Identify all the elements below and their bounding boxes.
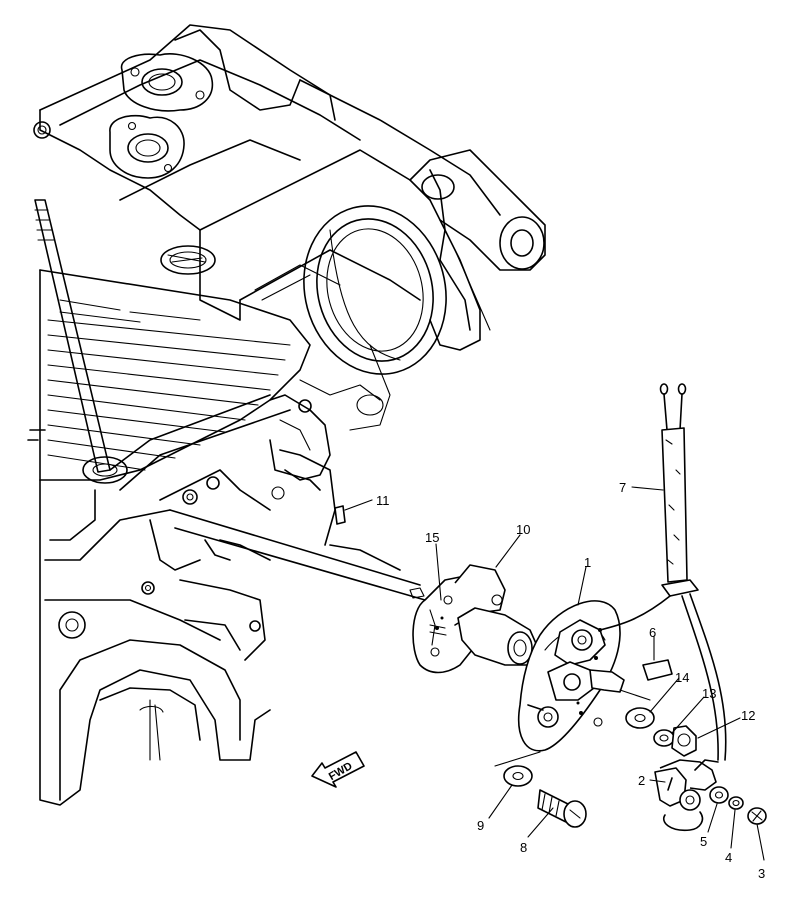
port-flange-lower — [109, 114, 185, 179]
hex-nut — [671, 725, 697, 757]
pan-head-screw — [747, 807, 767, 825]
assembly-guide-lines — [494, 689, 651, 767]
callout-labels: 1 2 3 4 5 6 7 8 9 10 11 12 13 14 15 — [376, 480, 765, 881]
port-flange-upper — [120, 53, 214, 112]
cylinder-bore — [303, 205, 447, 375]
callout-2: 2 — [638, 773, 645, 788]
fwd-label: FWD — [327, 760, 355, 783]
callout-12: 12 — [741, 708, 755, 723]
crank-boss-tube — [409, 149, 546, 271]
contact-point-set — [654, 759, 719, 832]
callout-4: 4 — [725, 850, 732, 865]
cam-lubricator-felt — [642, 659, 673, 681]
callout-8: 8 — [520, 840, 527, 855]
plain-washer — [625, 707, 655, 729]
base-plate-washer — [503, 765, 533, 787]
callout-leader-lines — [344, 486, 765, 861]
breaker-base-plate — [518, 600, 625, 752]
callout-1: 1 — [584, 555, 591, 570]
lock-washer-small — [728, 796, 744, 810]
forward-direction-arrow: FWD — [311, 751, 365, 788]
callout-13: 13 — [702, 686, 716, 701]
callout-10: 10 — [516, 522, 530, 537]
base-plate-screw — [537, 789, 587, 828]
cylinder-cooling-fins — [39, 269, 311, 491]
spring-washer — [653, 729, 675, 747]
callout-14: 14 — [675, 670, 689, 685]
callout-15: 15 — [425, 530, 439, 545]
callout-11: 11 — [376, 493, 390, 508]
lead-wire-harness — [599, 383, 727, 761]
callout-9: 9 — [477, 818, 484, 833]
callout-7: 7 — [619, 480, 626, 495]
callout-5: 5 — [700, 834, 707, 849]
callout-3: 3 — [758, 866, 765, 881]
engine-crankcase — [33, 24, 546, 601]
crankcase-lower — [27, 429, 321, 806]
callout-6: 6 — [649, 625, 656, 640]
condenser-assembly — [409, 564, 539, 674]
flat-washer-small — [709, 786, 729, 804]
woodruff-key — [334, 505, 346, 525]
